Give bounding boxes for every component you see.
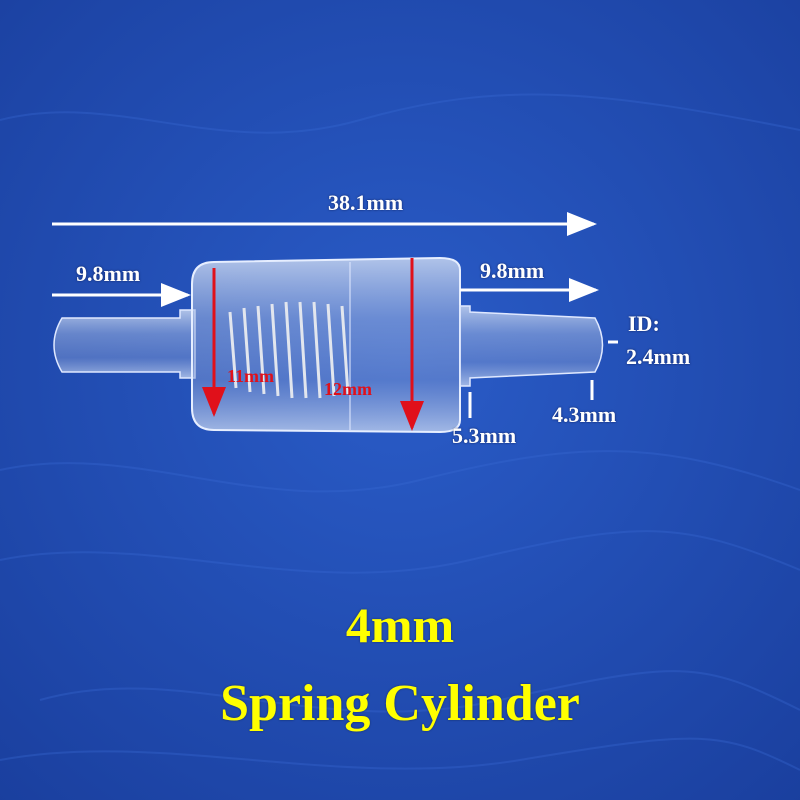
right-barb-length-label: 9.8mm bbox=[480, 258, 545, 283]
inner-id-value: 2.4mm bbox=[626, 344, 691, 369]
title-size: 4mm bbox=[345, 597, 455, 653]
left-barb-length-label: 9.8mm bbox=[76, 261, 141, 286]
valve-body bbox=[191, 256, 461, 434]
inner-id-label: ID: bbox=[628, 311, 660, 336]
spring bbox=[228, 301, 350, 399]
spring-chamber-diameter-label: 11mm bbox=[227, 366, 274, 386]
body-diameter-label: 12mm bbox=[324, 379, 372, 399]
fabric-texture bbox=[0, 93, 800, 771]
left-barb bbox=[53, 309, 196, 379]
outlet-diameter-label: 4.3mm bbox=[552, 402, 617, 427]
title-product: Spring Cylinder bbox=[220, 675, 580, 732]
shoulder-diameter-label: 5.3mm bbox=[452, 423, 517, 448]
overall-length-label: 38.1mm bbox=[328, 190, 404, 215]
right-barb bbox=[459, 305, 604, 387]
